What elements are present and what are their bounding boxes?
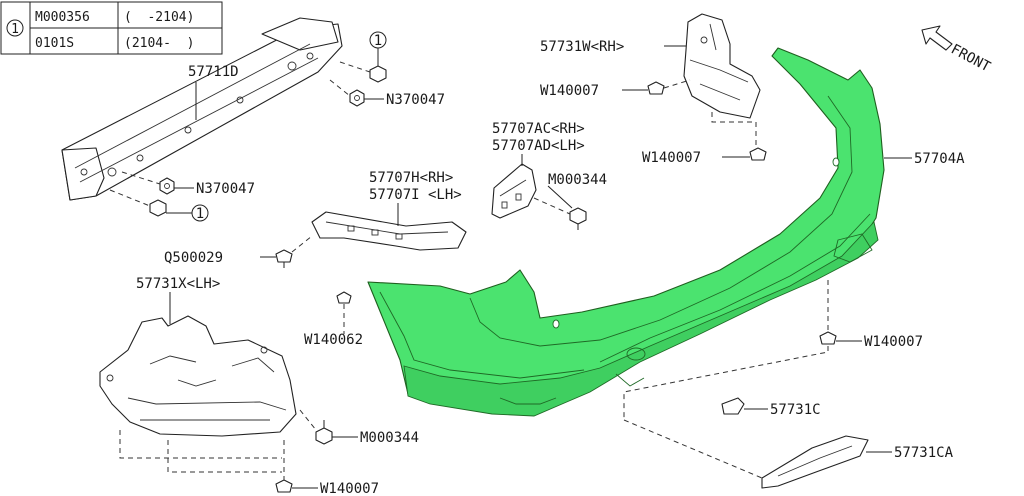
bolt-icon [315, 420, 333, 445]
label-bracket-side-rh: 57707H<RH> [369, 170, 453, 186]
nut-icon [159, 177, 175, 195]
bolt-icon [369, 65, 387, 83]
bolt-icon [149, 199, 167, 217]
clip-icon [819, 331, 837, 345]
side-bracket [311, 211, 467, 251]
front-arrow-icon [921, 25, 953, 51]
reinforcement-beam [61, 17, 343, 201]
label-clip-cover-rh: W140007 [540, 83, 599, 99]
label-nut-upper: N370047 [386, 92, 445, 108]
label-clip-right-low: W140007 [864, 334, 923, 350]
table-row-1-range: ( -2104) [124, 10, 194, 25]
label-cap: 57731C [770, 402, 821, 418]
label-bracket-side-lh: 57707I <LH> [369, 187, 462, 203]
clip-icon [749, 147, 767, 161]
label-bolt-center: M000344 [548, 172, 607, 188]
undercover-rh [683, 13, 761, 119]
label-bumper-face: 57704A [914, 151, 965, 167]
clip-icon [647, 81, 665, 95]
label-reinforcement: 57711D [188, 64, 239, 80]
ref-marker: 1 [11, 22, 19, 37]
label-clip-w-left: W140062 [304, 332, 363, 348]
ref-circle-icon [6, 19, 24, 37]
direction-label: FRONT [948, 41, 993, 75]
clip-icon [336, 291, 352, 304]
clip-icon [275, 479, 293, 493]
undercover-lh [99, 315, 297, 437]
label-bracket-center-rh: 57707AC<RH> [492, 121, 585, 137]
bumper-face [367, 47, 885, 417]
label-garnish: 57731CA [894, 445, 954, 461]
table-row-2-part: 0101S [35, 36, 74, 51]
label-bolt-cover-lh: M000344 [360, 430, 419, 446]
garnish-part [761, 435, 869, 489]
nut-icon [349, 89, 365, 107]
callout-circle-icon [191, 204, 209, 222]
label-clip-bottom-left: W140007 [320, 481, 379, 496]
label-bracket-center-lh: 57707AD<LH> [492, 138, 585, 154]
cap-part [721, 397, 745, 415]
clip-icon [275, 249, 293, 268]
label-nut-lower: N370047 [196, 181, 255, 197]
label-cover-lh: 57731X<LH> [136, 276, 220, 292]
label-clip-q: Q500029 [164, 250, 223, 266]
label-cover-rh: 57731W<RH> [540, 39, 624, 55]
revision-table: 1 M000356 ( -2104) 0101S (2104- ) [0, 1, 223, 55]
callout-marker-upper: 1 [374, 33, 382, 49]
label-clip-right-mid: W140007 [642, 150, 701, 166]
callout-marker-lower: 1 [196, 206, 204, 222]
center-bracket [491, 163, 537, 219]
table-row-2-range: (2104- ) [124, 36, 194, 51]
bolt-icon [569, 207, 587, 230]
table-row-1-part: M000356 [35, 10, 90, 25]
